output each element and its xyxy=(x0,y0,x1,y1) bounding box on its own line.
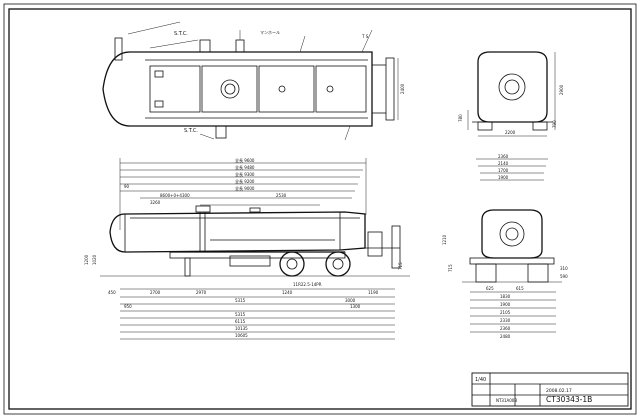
rear-tank-outline-2 xyxy=(481,209,543,259)
dim-8600: 8600+0+4300 xyxy=(160,193,190,198)
rear-tank-hatch xyxy=(498,73,526,101)
manhole-circle xyxy=(220,79,240,99)
rear-height-2900: 2900 xyxy=(559,84,564,95)
rdim-625: 625 xyxy=(486,286,494,291)
rdim-590: 590 xyxy=(560,274,568,279)
rdim-615: 615 xyxy=(516,286,524,291)
rdim-1700: 1700 xyxy=(498,168,509,173)
side-toolbox xyxy=(229,255,271,267)
dim-3000: 3000 xyxy=(345,298,356,303)
dim-9300: 全長 9300 xyxy=(235,171,255,177)
rdim-1830: 1830 xyxy=(500,294,511,299)
ts-label: T S xyxy=(361,34,369,39)
dim-11r: 11R22.5-14PR xyxy=(293,282,322,287)
support-leg xyxy=(184,257,191,277)
top-view: S.T.C. S.T.C. T S マンホール 2400 xyxy=(102,21,405,141)
dim-9600: 全長 9600 xyxy=(235,157,255,163)
rear-width-2300: 2200 xyxy=(505,130,516,135)
rear-view-bottom: 2360 2140 1700 1900 625 615 1830 1900 21… xyxy=(442,154,568,339)
stc-label-top: S.T.C. xyxy=(174,31,188,37)
dim-715: 715 xyxy=(398,262,403,270)
dim-90: 90 xyxy=(124,184,130,189)
rear-bumper-plan xyxy=(385,57,395,121)
manhole-label: マンホール xyxy=(260,30,280,35)
rear-780: 780 xyxy=(458,114,463,122)
dim-1020: 1020 xyxy=(92,254,97,265)
rdim-2360b: 2360 xyxy=(500,326,511,331)
rdim-1900: 1900 xyxy=(498,175,509,180)
sheet-border-outer xyxy=(3,3,637,415)
rdim-2330: 2330 xyxy=(500,318,511,323)
scale-label: 1/40 xyxy=(475,377,486,383)
compartment-plate-2 xyxy=(201,65,258,113)
plan-width-dim: 2400 xyxy=(400,83,405,94)
dim-6115: 6115 xyxy=(235,319,246,324)
issue-date: 2008.02.17 xyxy=(546,388,572,394)
wheel-rear xyxy=(325,251,351,277)
compartment-plate-4 xyxy=(315,65,367,113)
sheet-border-inner xyxy=(8,8,632,410)
dim-10135: 10135 xyxy=(235,326,248,331)
tank-plan-outline xyxy=(102,51,373,127)
dim-2970: 2970 xyxy=(196,290,207,295)
rdim-1210: 1210 xyxy=(442,234,447,245)
rear-bumper-side xyxy=(367,231,383,257)
dim-450: 450 xyxy=(108,290,116,295)
dim-1240: 1240 xyxy=(282,290,293,295)
rear-tank-outline xyxy=(477,51,548,123)
dim-1190: 1190 xyxy=(368,290,379,295)
dim-9200: 全長 9200 xyxy=(235,178,255,184)
dim-1300: 1300 xyxy=(350,304,361,309)
drawing-number: CT30343-1B xyxy=(546,395,592,404)
title-block: 1/40 CT30343-1B NT31A00B 2008.02.17 xyxy=(471,372,629,407)
dim-3260: 3260 xyxy=(150,200,161,205)
dim-9480: 全長 9480 xyxy=(235,164,255,170)
rdim-310: 310 xyxy=(560,266,568,271)
rdim-1900b: 1900 xyxy=(500,302,511,307)
dim-10605: 10605 xyxy=(235,333,248,338)
stc-label-bottom: S.T.C. xyxy=(184,128,198,134)
compartment-plate-3 xyxy=(258,65,315,113)
dim-1200: 1200 xyxy=(84,254,89,265)
dim-5315b: 5315 xyxy=(235,312,246,317)
rear-view-top: 2200 2900 780 790 xyxy=(458,51,564,137)
rdim-715: 715 xyxy=(448,264,453,272)
dim-2700: 2700 xyxy=(150,290,161,295)
wheel-front xyxy=(279,251,305,277)
compartment-plate-1 xyxy=(149,65,201,113)
rdim-2480: 2480 xyxy=(500,334,511,339)
side-view: 全長 9600 全長 9480 全長 9300 全長 9200 全長 9000 … xyxy=(84,157,410,340)
rdim-2140: 2140 xyxy=(498,161,509,166)
dim-950: 950 xyxy=(124,304,132,309)
rdim-2360: 2360 xyxy=(498,154,509,159)
dim-2530: 2530 xyxy=(276,193,287,198)
dim-9000: 全長 9000 xyxy=(235,185,255,191)
rdim-2105: 2105 xyxy=(500,310,511,315)
dim-5315: 5315 xyxy=(235,298,246,303)
tank-side-outline xyxy=(109,211,366,253)
model-code: NT31A00B xyxy=(496,398,517,403)
rear-790: 790 xyxy=(552,120,557,128)
